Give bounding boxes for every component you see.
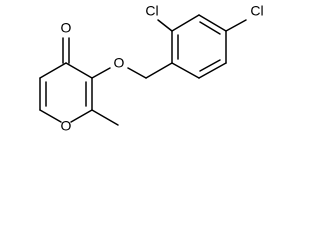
chlorine-4-label: Cl — [250, 3, 263, 19]
bond-ar5-ar6 — [198, 62, 227, 79]
bond-ar4-chlorine — [225, 19, 247, 32]
bond-c2-methyl — [91, 109, 119, 126]
bond-ch2-aryl — [145, 62, 173, 79]
bond-c2-ring-oxygen — [70, 109, 93, 123]
ether-linker — [127, 62, 173, 79]
chlorine-2-label: Cl — [145, 3, 158, 19]
bond-ar3-ar4-inner — [199, 21, 221, 35]
bond-ether-oxygen-ch2 — [127, 67, 147, 79]
ketone-oxygen-label: O — [61, 20, 72, 36]
bond-ar6-ar1 — [171, 62, 200, 79]
dichlorophenyl-ring — [157, 14, 247, 79]
chemical-structure-diagram: O O O Cl Cl — [39, 3, 264, 134]
bond-c4-c3 — [65, 62, 93, 79]
bond-ring-oxygen-c6 — [39, 109, 62, 123]
bond-c5-c4 — [39, 62, 67, 79]
ring-oxygen-label: O — [61, 118, 72, 134]
bond-ar2-ar3 — [171, 14, 200, 32]
bond-ar5-ar6-inner — [199, 59, 221, 72]
bond-ar3-ar4 — [198, 14, 227, 32]
bond-ar2-chlorine — [157, 19, 173, 32]
pyranone-ring — [39, 37, 119, 126]
ether-oxygen-label: O — [114, 55, 125, 71]
bond-c3-ether-oxygen — [91, 67, 111, 79]
